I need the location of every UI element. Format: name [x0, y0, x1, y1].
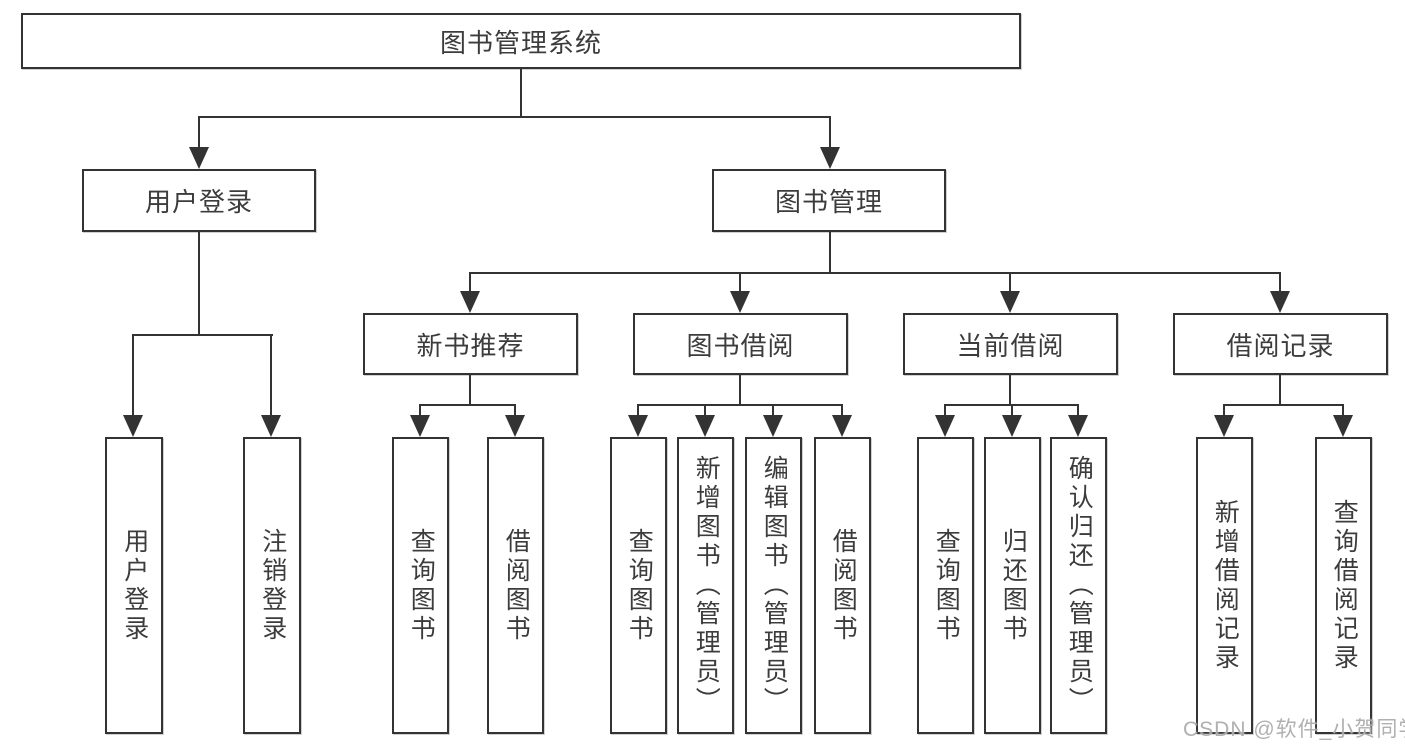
connector-line	[520, 69, 522, 118]
connector-line	[1077, 404, 1079, 418]
connector-line	[829, 232, 831, 273]
arrow-down-icon	[1068, 415, 1088, 437]
arrow-down-icon	[820, 147, 840, 169]
connector-line	[637, 404, 639, 418]
node-user-login: 用户登录	[82, 169, 316, 232]
connector-line	[198, 116, 200, 150]
connector-line	[739, 272, 741, 294]
connector-line	[469, 375, 471, 406]
connector-line	[829, 116, 831, 150]
node-borrowing-records: 借阅记录	[1173, 313, 1388, 375]
connector-line	[419, 404, 516, 406]
connector-line	[514, 404, 516, 418]
node-leaf-borrow-books-recommend: 借阅图书	[487, 437, 544, 734]
node-leaf-query-borrow-record: 查询借阅记录	[1315, 437, 1372, 734]
connector-line	[704, 404, 706, 418]
arrow-down-icon	[1002, 415, 1022, 437]
node-library-system: 图书管理系统	[21, 13, 1021, 69]
connector-line	[1009, 272, 1011, 294]
arrow-down-icon	[628, 415, 648, 437]
arrow-down-icon	[1333, 415, 1353, 437]
node-leaf-return-books: 归还图书	[984, 437, 1041, 734]
connector-line	[772, 404, 774, 418]
connector-line	[1009, 375, 1011, 406]
connector-line	[944, 404, 946, 418]
node-book-management: 图书管理	[712, 169, 946, 232]
arrow-down-icon	[1000, 291, 1020, 313]
connector-line	[132, 334, 134, 418]
connector-line	[841, 404, 843, 418]
node-leaf-add-books-admin: 新增图书（管理员）	[677, 437, 734, 734]
node-book-borrowing: 图书借阅	[633, 313, 848, 375]
connector-line	[198, 232, 200, 336]
arrow-down-icon	[505, 415, 525, 437]
connector-line	[469, 272, 1281, 274]
arrow-down-icon	[1270, 291, 1290, 313]
node-leaf-query-books-borrow: 查询图书	[610, 437, 667, 734]
node-leaf-add-borrow-record: 新增借阅记录	[1196, 437, 1253, 734]
connector-line	[1223, 404, 1225, 418]
connector-line	[1279, 375, 1281, 406]
node-leaf-borrow-books: 借阅图书	[814, 437, 871, 734]
arrow-down-icon	[832, 415, 852, 437]
node-current-borrowing: 当前借阅	[903, 313, 1118, 375]
arrow-down-icon	[410, 415, 430, 437]
node-leaf-query-books-current: 查询图书	[917, 437, 974, 734]
connector-line	[1011, 404, 1013, 418]
node-leaf-confirm-return-admin: 确认归还（管理员）	[1050, 437, 1107, 734]
connector-line	[419, 404, 421, 418]
node-new-book-recommend: 新书推荐	[363, 313, 578, 375]
connector-line	[198, 116, 831, 118]
connector-line	[132, 334, 273, 336]
arrow-down-icon	[189, 147, 209, 169]
connector-line	[1223, 404, 1344, 406]
arrow-down-icon	[123, 415, 143, 437]
node-leaf-user-login: 用户登录	[105, 437, 163, 734]
connector-line	[469, 272, 471, 294]
connector-line	[1279, 272, 1281, 294]
connector-line	[637, 404, 843, 406]
arrow-down-icon	[1214, 415, 1234, 437]
connector-line	[739, 375, 741, 406]
node-leaf-edit-books-admin: 编辑图书（管理员）	[745, 437, 802, 734]
connector-line	[270, 334, 272, 418]
node-leaf-query-books-recommend: 查询图书	[392, 437, 449, 734]
arrow-down-icon	[460, 291, 480, 313]
connector-line	[1342, 404, 1344, 418]
csdn-watermark: CSDN @软件_小贺同学	[1183, 718, 1405, 741]
arrow-down-icon	[763, 415, 783, 437]
arrow-down-icon	[730, 291, 750, 313]
arrow-down-icon	[695, 415, 715, 437]
arrow-down-icon	[935, 415, 955, 437]
node-leaf-logout: 注销登录	[243, 437, 301, 734]
arrow-down-icon	[261, 415, 281, 437]
